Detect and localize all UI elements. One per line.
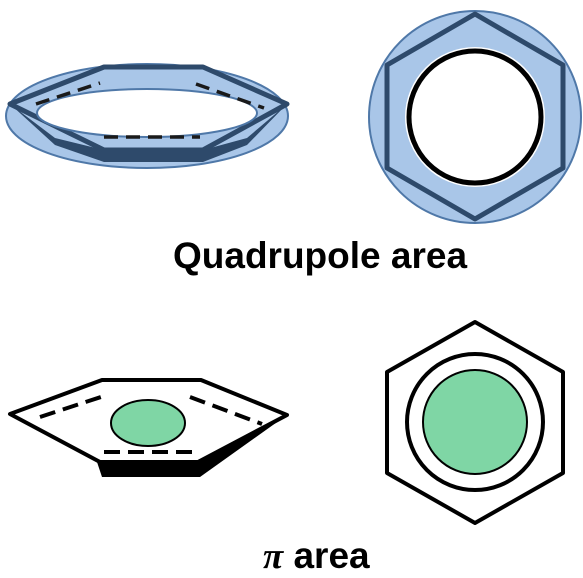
pi-area-word: area (283, 535, 370, 576)
pi-symbol: π (263, 536, 284, 577)
double-bond-dash-left-pi (39, 394, 105, 419)
pi-side-view (8, 378, 289, 477)
double-bond-dash-right-pi (189, 395, 263, 426)
quadrupole-top-view (368, 10, 582, 224)
benzene-ring-side-top (7, 64, 290, 153)
quadrupole-inner-opening (36, 88, 258, 138)
pi-region-circle (422, 369, 528, 475)
aromatic-circle (406, 48, 544, 186)
pi-top-view (385, 320, 565, 525)
double-bond-dash-left (35, 81, 101, 106)
benzene-ring-thickness-pi (10, 414, 287, 477)
benzene-ring-top (384, 11, 566, 222)
pi-area-label: π area (263, 535, 370, 578)
pi-region-ellipse (110, 399, 186, 447)
benzene-ring-thickness (10, 104, 287, 162)
double-bond-dash-right (195, 82, 265, 110)
quadrupole-side-view (5, 63, 290, 169)
quadrupole-area-label: Quadrupole area (173, 235, 468, 276)
